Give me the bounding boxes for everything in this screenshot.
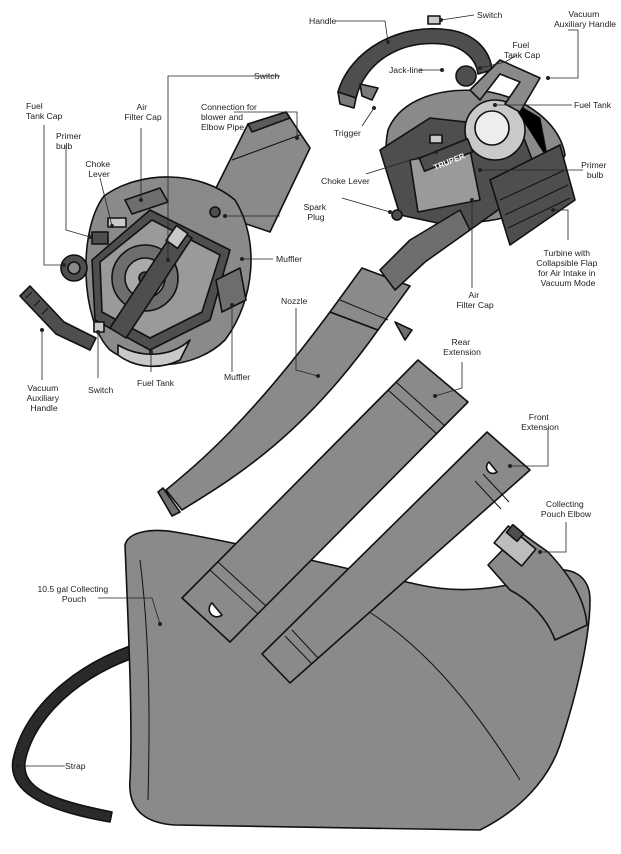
- label-vacuum-aux-handle-right: Vacuum Auxiliary Handle: [554, 9, 616, 29]
- label-jack-line: Jack-line: [389, 65, 423, 75]
- label-fuel-tank-left: Fuel Tank: [137, 378, 175, 388]
- label-front-extension: Front Extension: [521, 412, 559, 432]
- label-turbine: Turbine with Collapsible Flap for Air In…: [536, 248, 600, 288]
- label-muffler-1: Muffler: [276, 254, 302, 264]
- right-blower: TRUPER: [337, 15, 576, 291]
- label-air-filter-cap-left: Air Filter Cap: [124, 102, 161, 122]
- nozzle: [157, 267, 413, 517]
- rear-extension: [181, 359, 469, 643]
- label-collecting-pouch: 10.5 gal Collecting Pouch: [37, 584, 110, 604]
- label-choke-lever-left: Choke Lever: [85, 159, 112, 179]
- strap: [11, 639, 156, 823]
- label-switch-top: Switch: [477, 10, 503, 20]
- label-air-filter-cap-right: Air Filter Cap: [456, 290, 493, 310]
- label-connection: Connection for blower and Elbow Pipe: [201, 102, 259, 132]
- label-trigger: Trigger: [334, 128, 361, 138]
- label-collecting-pouch-elbow: Collecting Pouch Elbow: [541, 499, 592, 519]
- trigger: [359, 83, 379, 101]
- left-blower: [19, 111, 311, 368]
- label-primer-bulb-right: Primer bulb: [581, 160, 609, 180]
- label-vacuum-aux-handle-left: Vacuum Auxiliary Handle: [27, 383, 62, 413]
- front-extension: [261, 431, 531, 684]
- fuel-tank-left: [117, 339, 191, 368]
- muffler-left: [215, 267, 247, 313]
- label-nozzle: Nozzle: [281, 296, 307, 306]
- label-primer-bulb-left: Primer bulb: [56, 131, 84, 151]
- label-muffler-2: Muffler: [224, 372, 250, 382]
- label-fuel-tank-right: Fuel Tank: [574, 100, 612, 110]
- leader-lines: [16, 14, 583, 768]
- vacuum-aux-handle-left: [19, 285, 97, 351]
- label-choke-lever-right: Choke Lever: [321, 176, 370, 186]
- vacuum-aux-handle-right: [469, 59, 541, 113]
- label-switch-left-bottom: Switch: [88, 385, 114, 395]
- label-handle: Handle: [309, 16, 336, 26]
- switch-top: [427, 15, 441, 25]
- label-strap: Strap: [65, 761, 86, 771]
- collecting-pouch-elbow: [487, 523, 588, 641]
- fuel-tank-cap-right: [455, 65, 477, 87]
- label-switch-left-top: Switch: [254, 71, 280, 81]
- label-rear-extension: Rear Extension: [443, 337, 481, 357]
- label-spark-plug: Spark Plug: [304, 202, 329, 222]
- labels: Handle Switch Vacuum Auxiliary Handle Fu…: [26, 9, 616, 771]
- label-fuel-tank-cap-left: Fuel Tank Cap: [26, 101, 63, 121]
- label-fuel-tank-cap-right: Fuel Tank Cap: [504, 40, 541, 60]
